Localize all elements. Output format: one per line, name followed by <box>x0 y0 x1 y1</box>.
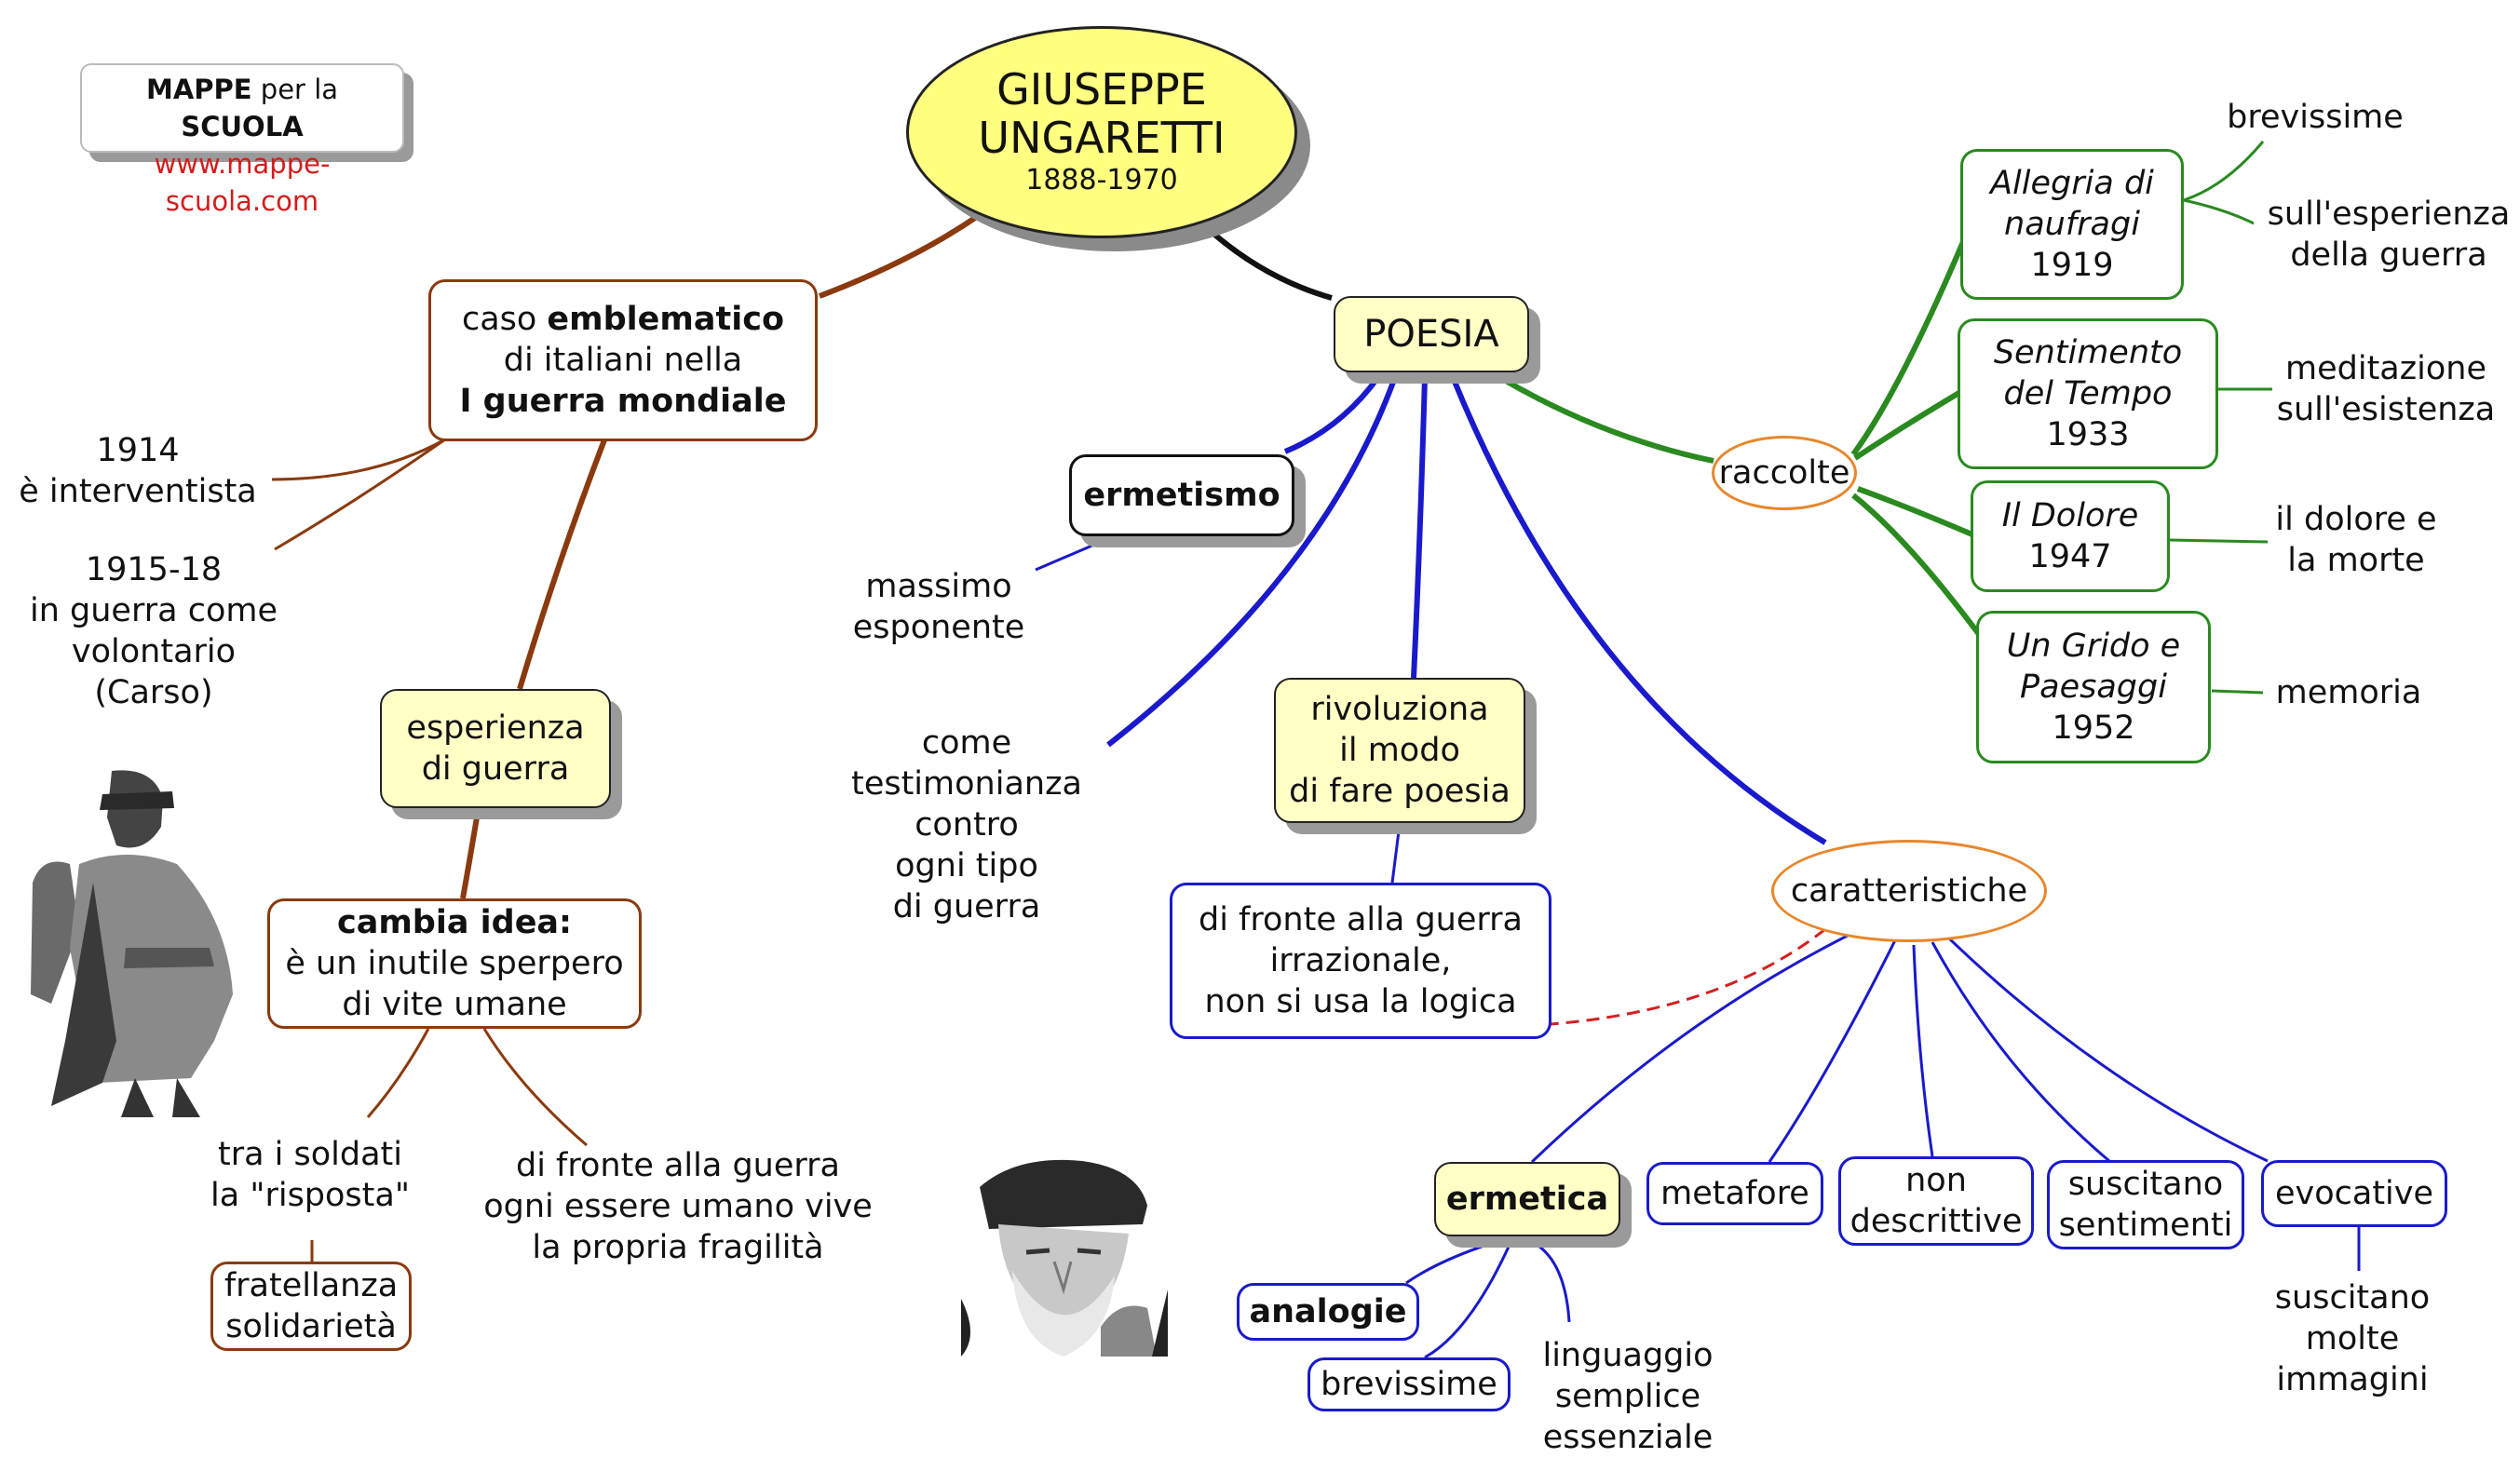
portrait-photo <box>961 1150 1168 1357</box>
poesia-node[interactable]: POESIA <box>1334 296 1529 372</box>
evocative-node[interactable]: evocative <box>2261 1160 2447 1227</box>
center-name2: UNGARETTI <box>978 113 1226 163</box>
line-caso-esperienza <box>517 436 608 690</box>
raccolta-allegria[interactable]: Allegria di naufragi 1919 <box>1960 149 2184 300</box>
raccolta-sentimento[interactable]: Sentimento del Tempo 1933 <box>1958 318 2218 469</box>
rivoluziona-node[interactable]: rivoluziona il modo di fare poesia <box>1274 678 1525 823</box>
caso-emblematico-node[interactable]: caso emblematico di italiani nella I gue… <box>428 279 818 441</box>
raccolta-dolore[interactable]: Il Dolore 1947 <box>1971 480 2170 592</box>
note-memoria: memoria <box>2275 674 2422 711</box>
metafore-node[interactable]: metafore <box>1646 1162 1823 1225</box>
ermetica-node[interactable]: ermetica <box>1434 1162 1620 1236</box>
caratteristiche-node[interactable]: caratteristiche <box>1771 840 2047 942</box>
esperienza-di-guerra-node[interactable]: esperienza di guerra <box>380 689 611 808</box>
raccolte-node[interactable]: raccolte <box>1712 436 1857 510</box>
logo-box[interactable]: MAPPE per la SCUOLA www.mappe-scuola.com <box>80 63 404 217</box>
brevissime-node[interactable]: brevissime <box>1307 1357 1511 1411</box>
ermetismo-node[interactable]: ermetismo <box>1069 454 1294 536</box>
logo-url[interactable]: www.mappe-scuola.com <box>154 148 331 217</box>
center-node[interactable]: GIUSEPPE UNGARETTI 1888-1970 <box>906 26 1297 238</box>
cambia-idea-node[interactable]: cambia idea: è un inutile sperpero di vi… <box>267 898 642 1029</box>
line-center-poesia <box>1211 230 1333 301</box>
line-esperienza-cambia <box>460 817 480 899</box>
center-years: 1888-1970 <box>1025 164 1178 196</box>
fratellanza-node[interactable]: fratellanza solidarietà <box>210 1262 412 1351</box>
di-fronte-alla-guerra-node[interactable]: di fronte alla guerra irrazionale, non s… <box>1170 883 1551 1039</box>
line-center-caso <box>818 213 980 299</box>
raccolta-grido[interactable]: Un Grido e Paesaggi 1952 <box>1976 611 2211 763</box>
suscitano-sentimenti-node[interactable]: suscitano sentimenti <box>2047 1160 2244 1249</box>
soldier-photo <box>14 762 247 1117</box>
center-name1: GIUSEPPE <box>996 64 1207 115</box>
analogie-node[interactable]: analogie <box>1237 1283 1419 1341</box>
note-brevissime: brevissime <box>2227 99 2404 136</box>
logo-mappe: MAPPE <box>145 74 252 105</box>
non-descrittive-node[interactable]: non descrittive <box>1838 1156 2034 1246</box>
